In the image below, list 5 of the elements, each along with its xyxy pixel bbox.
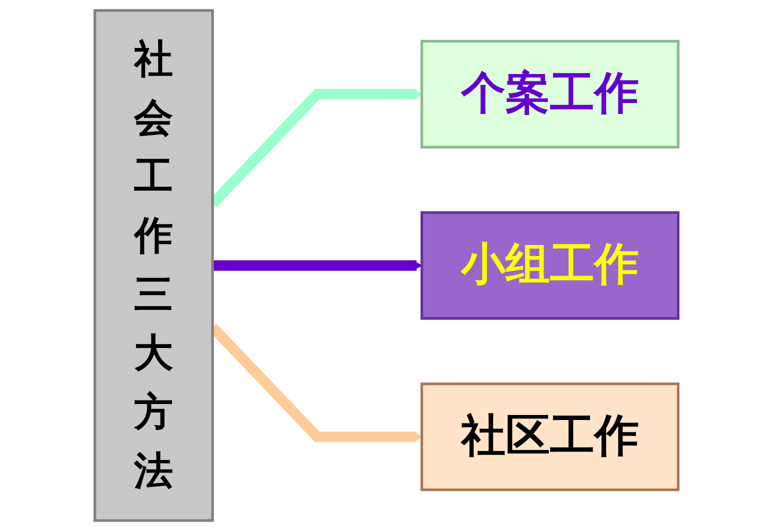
node-box [420,382,680,492]
arrow [212,260,422,272]
node-box [420,211,680,320]
node-box [420,40,680,148]
node-box [94,9,214,522]
